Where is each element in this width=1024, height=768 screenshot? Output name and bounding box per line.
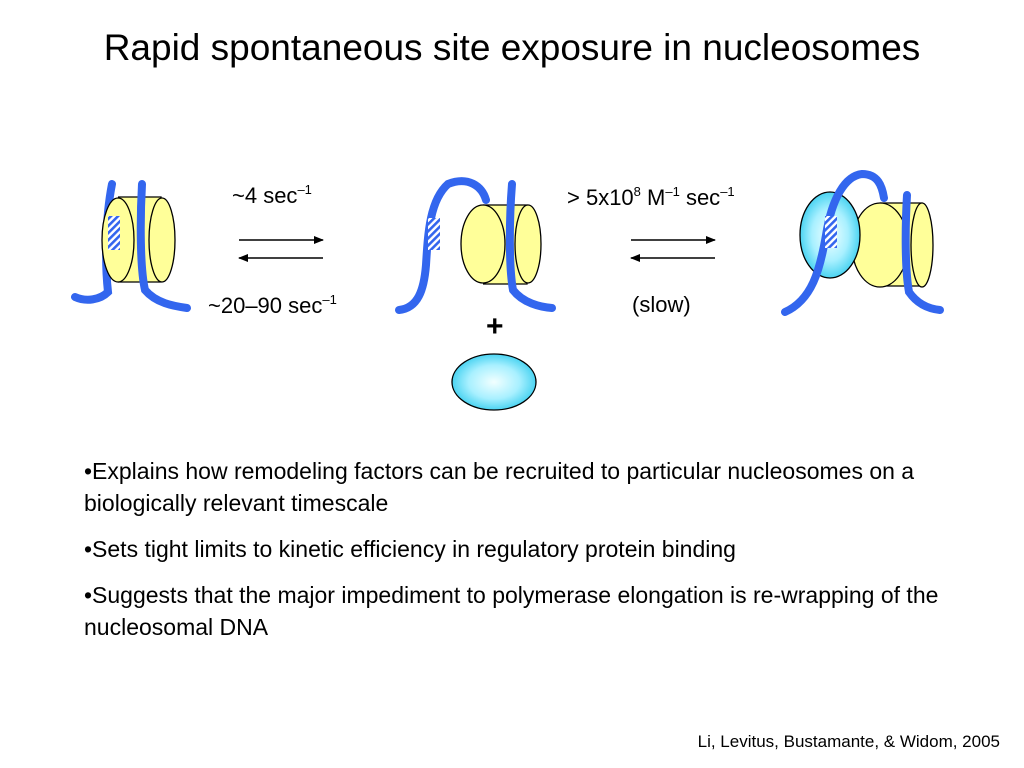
bullet-list: •Explains how remodeling factors can be … xyxy=(84,455,944,657)
nucleosome-icon xyxy=(71,180,191,312)
reverse-rate-label-1: ~20–90 sec–1 xyxy=(208,292,337,318)
equilibrium-arrows-icon xyxy=(238,236,324,262)
bullet-item: •Sets tight limits to kinetic efficiency… xyxy=(84,536,736,562)
binding-protein-icon xyxy=(451,353,537,411)
unwrapped-nucleosome-icon xyxy=(395,177,556,314)
bullet-item: •Suggests that the major impediment to p… xyxy=(84,582,939,640)
plus-sign: + xyxy=(486,310,504,343)
slide-title: Rapid spontaneous site exposure in nucle… xyxy=(103,27,921,68)
bullet-item: •Explains how remodeling factors can be … xyxy=(84,458,915,516)
bound-complex-icon xyxy=(781,169,944,316)
forward-rate-label-1: ~4 sec–1 xyxy=(232,182,312,208)
citation: Li, Levitus, Bustamante, & Widom, 2005 xyxy=(697,732,1000,751)
equilibrium-arrows-icon xyxy=(630,236,716,262)
forward-rate-label-2: > 5x108 M–1 sec–1 xyxy=(567,184,735,210)
reverse-rate-label-2: (slow) xyxy=(632,292,691,317)
